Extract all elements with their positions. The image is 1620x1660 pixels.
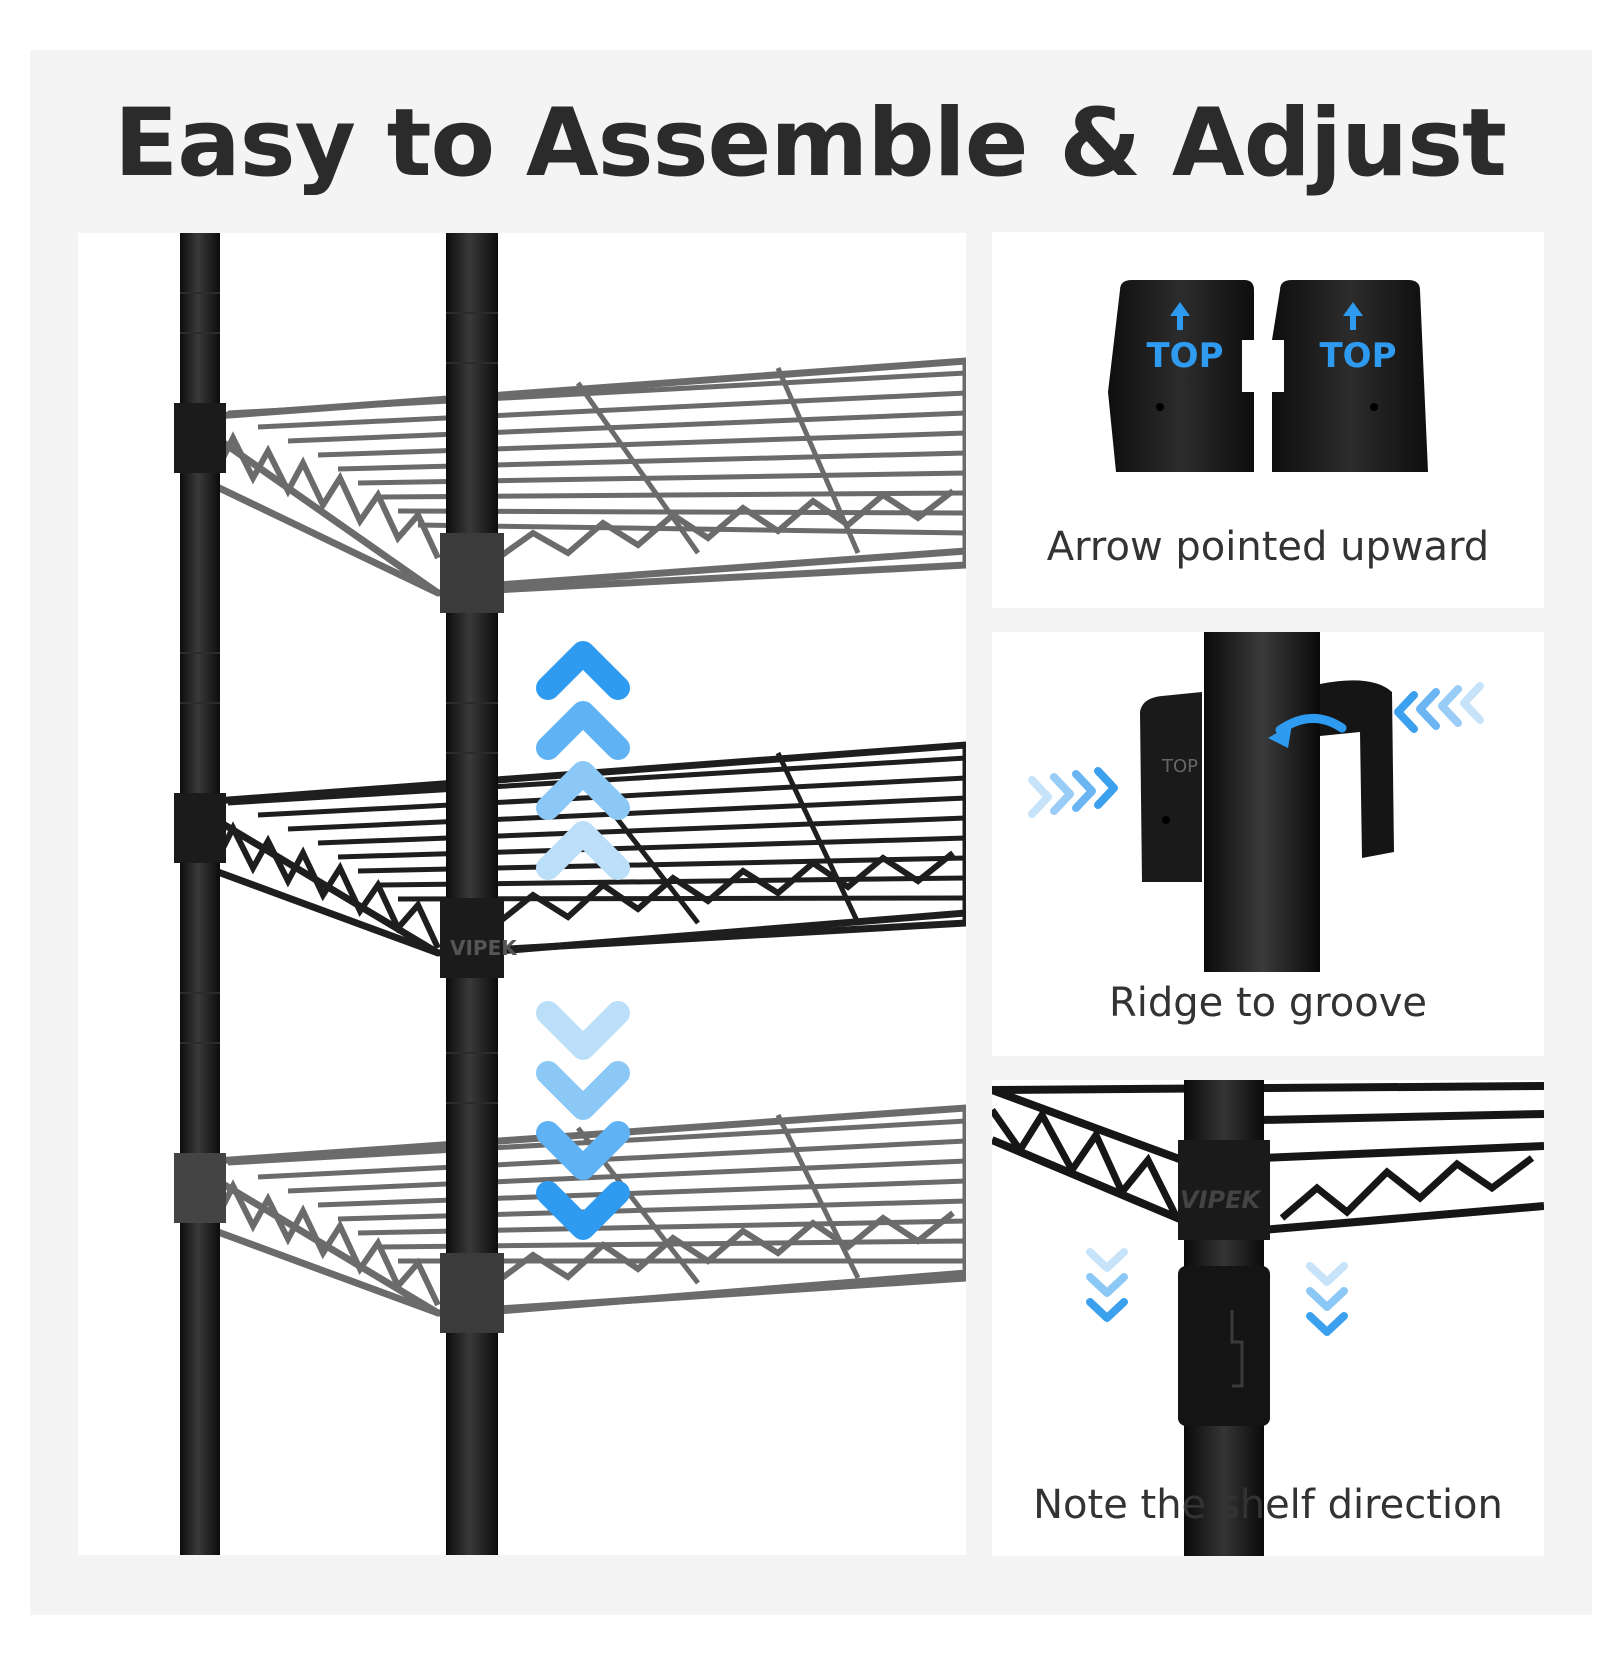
left-sleeve-half bbox=[1108, 280, 1254, 472]
left-top-label: TOP bbox=[1146, 336, 1223, 376]
main-shelf-panel: VIPEK bbox=[78, 233, 966, 1555]
detail-shelf-frame bbox=[992, 1082, 1544, 1234]
left-down-chevrons-icon bbox=[1086, 1248, 1128, 1322]
clip-on-pole-illustration: TOP bbox=[1028, 632, 1484, 972]
headline: Easy to Assemble & Adjust bbox=[114, 89, 1507, 198]
clip-top-label: TOP bbox=[1161, 756, 1198, 777]
ridge-to-groove-panel: TOP Ridge to groove bbox=[992, 632, 1544, 1056]
right-top-label: TOP bbox=[1319, 336, 1396, 376]
front-pole bbox=[446, 233, 498, 1555]
shelving-illustration: VIPEK bbox=[174, 233, 966, 1555]
sleeve-orientation-panel: TOP TOP Arrow pointed upward bbox=[992, 232, 1544, 608]
caption-arrow: Arrow pointed upward bbox=[1046, 524, 1490, 570]
detail-clip bbox=[1178, 1266, 1270, 1426]
caption-direction: Note the shelf direction bbox=[1033, 1482, 1503, 1528]
shelf-corner-illustration: VIPEK bbox=[992, 1080, 1544, 1556]
left-chevrons-icon bbox=[1394, 682, 1484, 733]
main-brand-mark: VIPEK bbox=[450, 936, 518, 960]
middle-shelf bbox=[176, 741, 966, 957]
right-sleeve-half bbox=[1272, 280, 1428, 472]
detail-brand-mark: VIPEK bbox=[1180, 1186, 1262, 1214]
rotate-arrow-icon bbox=[1275, 714, 1347, 735]
right-down-chevrons-icon bbox=[1306, 1262, 1348, 1336]
clip-right-piece bbox=[1320, 680, 1394, 858]
detail-pole bbox=[1204, 632, 1320, 972]
top-arrow-icon bbox=[1170, 302, 1363, 330]
upper-shelf bbox=[177, 357, 966, 597]
sleeve-halves-illustration: TOP TOP bbox=[1108, 280, 1428, 472]
right-chevrons-icon bbox=[1028, 767, 1118, 818]
down-chevrons-icon bbox=[536, 1001, 630, 1240]
shelf-direction-panel: VIPEK Note the shelf direction bbox=[992, 1080, 1544, 1556]
up-chevrons-icon bbox=[536, 641, 630, 880]
clip-left-piece bbox=[1140, 692, 1202, 882]
detail-sleeve bbox=[1178, 1140, 1270, 1240]
caption-ridge: Ridge to groove bbox=[1108, 980, 1428, 1026]
